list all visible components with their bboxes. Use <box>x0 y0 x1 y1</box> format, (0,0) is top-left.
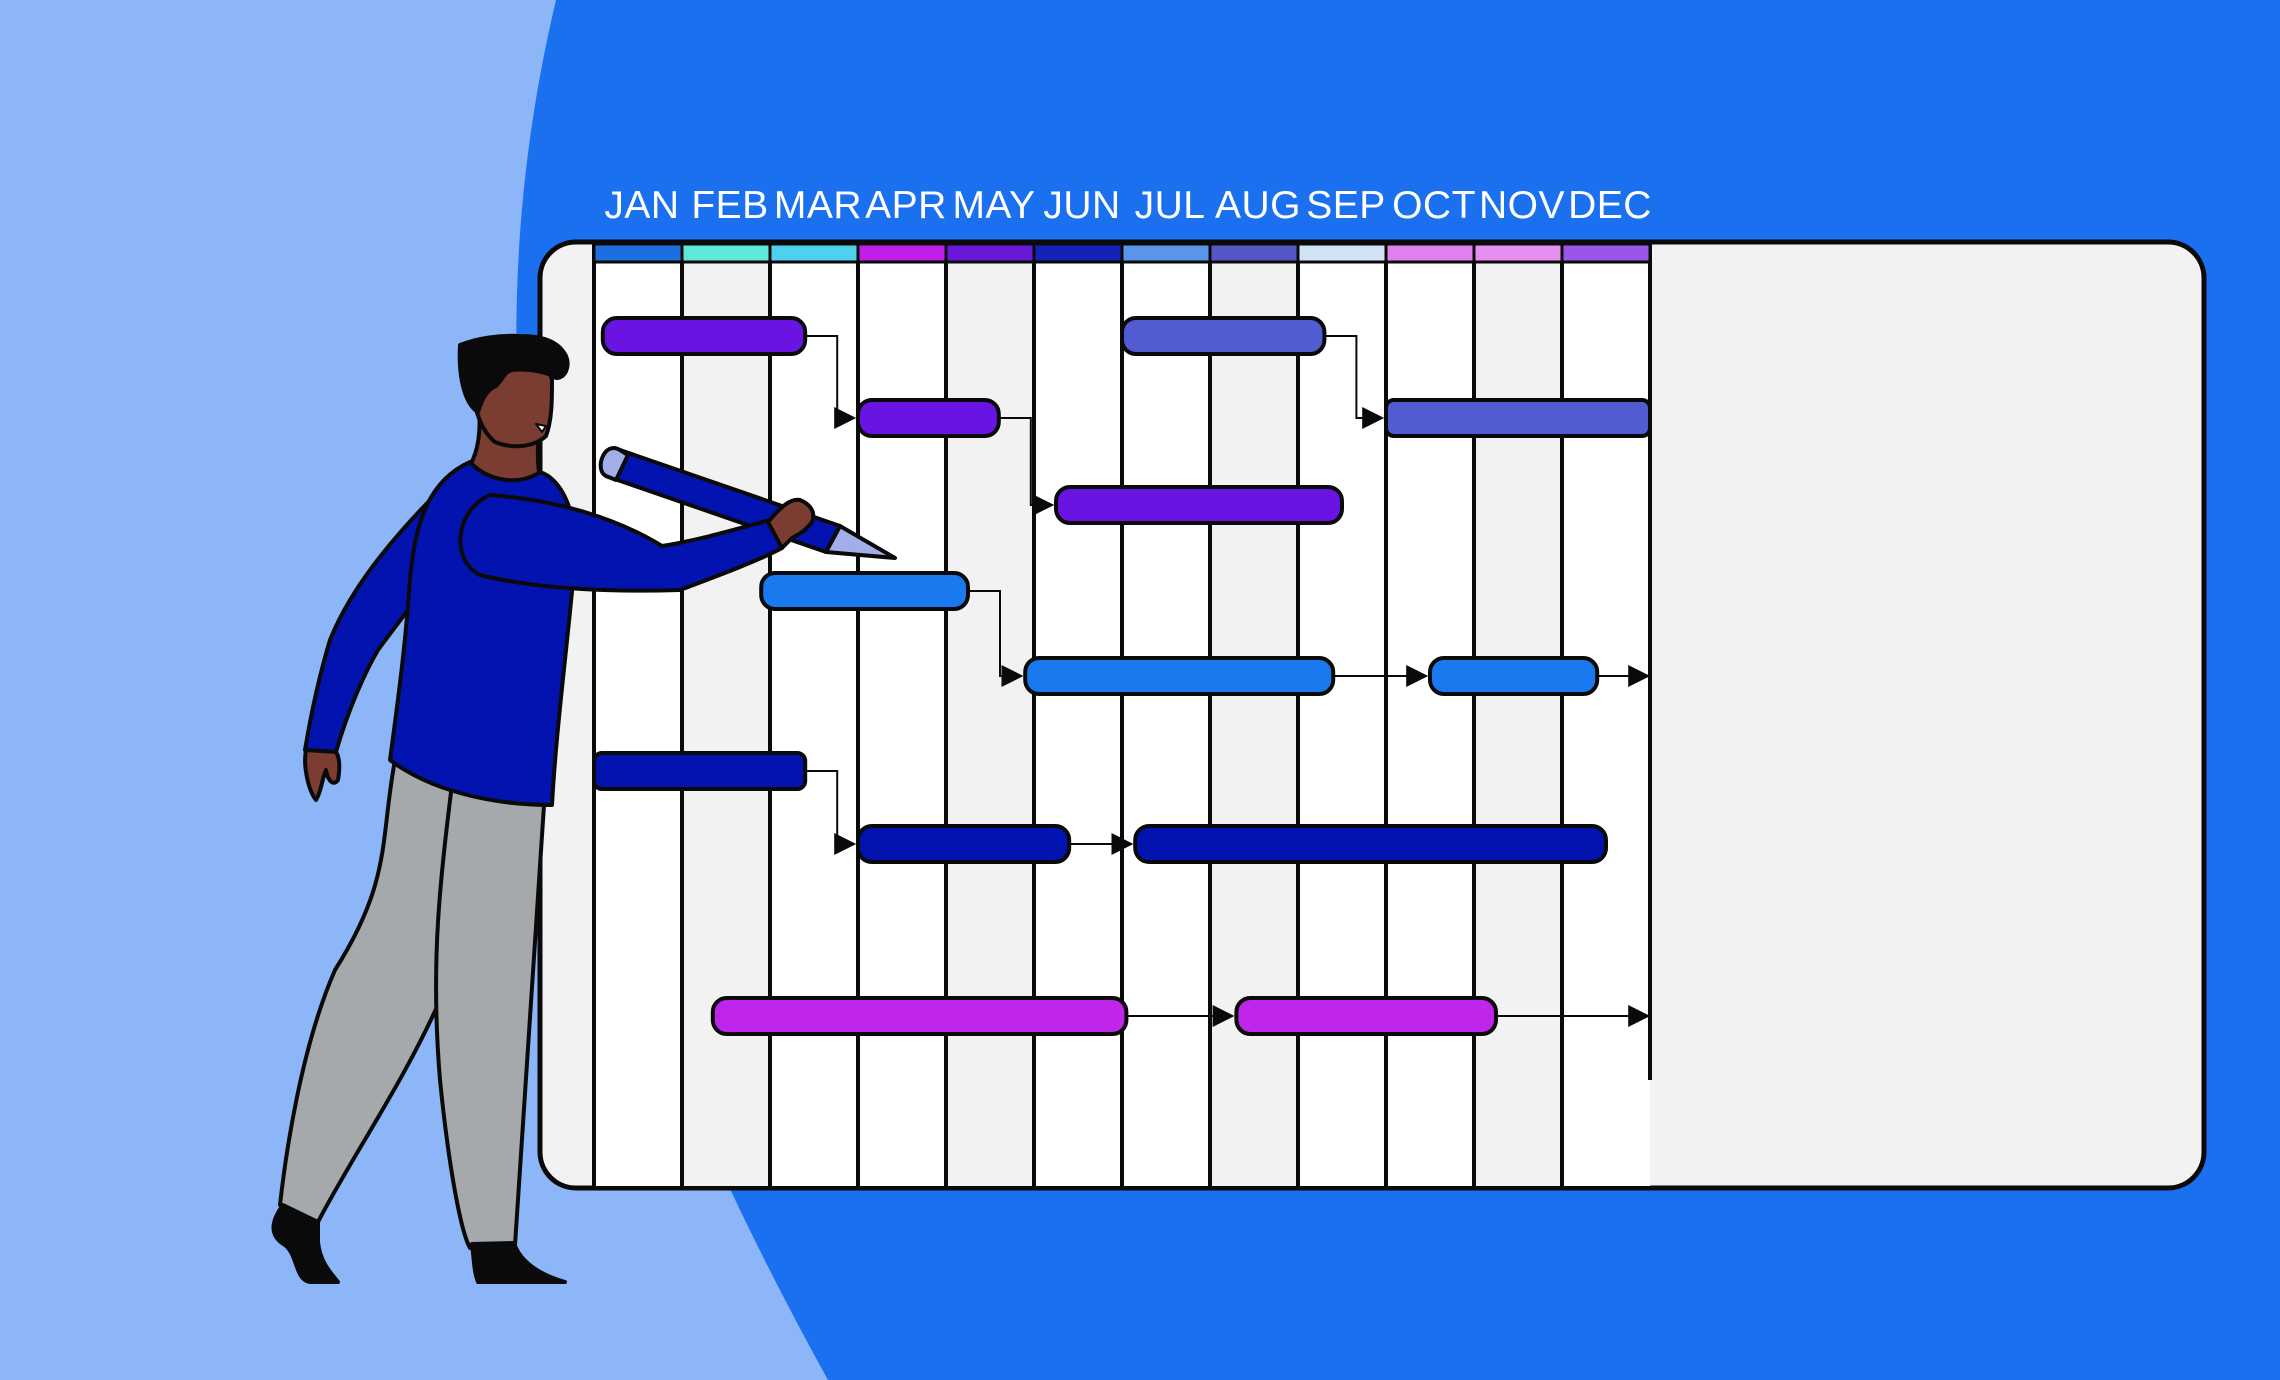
month-label-aug: AUG <box>1215 184 1301 227</box>
dependency-arrow-t1-t2 <box>805 335 857 429</box>
month-strip-dec <box>1560 242 1652 264</box>
month-column-jul <box>1122 262 1210 1186</box>
task-bar-t8 <box>1428 656 1600 696</box>
month-label-jun: JUN <box>1043 184 1120 227</box>
task-bar-t12 <box>710 996 1129 1036</box>
month-label-may: MAY <box>952 184 1035 227</box>
task-bar-t5 <box>1384 398 1652 438</box>
month-strip-feb <box>680 242 772 264</box>
month-column-sep <box>1298 262 1386 1186</box>
month-strip-jul <box>1120 242 1212 264</box>
month-label-nov: NOV <box>1479 184 1565 227</box>
month-strip-nov <box>1472 242 1564 264</box>
task-bar-t13 <box>1234 996 1499 1036</box>
month-label-sep: SEP <box>1306 184 1386 227</box>
task-bar-t3 <box>1054 485 1344 525</box>
month-columns <box>592 244 1652 1186</box>
month-label-oct: OCT <box>1392 184 1476 227</box>
month-strip-may <box>944 242 1036 264</box>
task-bar-t11 <box>1133 824 1608 864</box>
dependency-arrow-t4-t5 <box>1324 335 1385 429</box>
month-strip-jun <box>1032 242 1124 264</box>
person-back-shoe <box>271 1203 340 1284</box>
task-bar-t2 <box>856 398 1001 438</box>
person-front-hand <box>766 497 816 550</box>
month-column-jan <box>594 262 682 1186</box>
dependency-arrow-t9-t10 <box>805 770 857 855</box>
month-label-apr: APR <box>865 184 947 227</box>
person-back-hand <box>303 748 342 802</box>
person-front-shoe <box>470 1241 567 1284</box>
month-strip-jan <box>592 242 684 264</box>
month-strip-oct <box>1384 242 1476 264</box>
task-bar-t10 <box>856 824 1072 864</box>
person-hair <box>457 333 570 414</box>
person-front-arm <box>458 493 784 593</box>
month-column-mar <box>770 262 858 1186</box>
month-column-feb <box>682 262 770 1186</box>
month-strip-aug <box>1208 242 1300 264</box>
month-strip-sep <box>1296 242 1388 264</box>
month-strip-mar <box>768 242 860 264</box>
month-label-jan: JAN <box>604 184 679 227</box>
month-strip-apr <box>856 242 948 264</box>
month-label-jul: JUL <box>1135 184 1206 227</box>
person-front-leg <box>433 758 547 1250</box>
task-bars <box>592 316 1652 1036</box>
task-bar-t6 <box>759 571 971 611</box>
dependency-connectors <box>805 335 1652 1071</box>
person-illustration <box>271 333 897 1284</box>
month-label-feb: FEB <box>691 184 768 227</box>
person-eye <box>535 423 547 433</box>
task-bar-t9 <box>592 751 808 791</box>
month-column-jun <box>1034 262 1122 1186</box>
month-label-dec: DEC <box>1568 184 1652 227</box>
dependency-arrow-t6-t7 <box>968 590 1024 687</box>
month-label-mar: MAR <box>774 184 862 227</box>
month-column-aug <box>1210 262 1298 1186</box>
task-bar-t1 <box>600 316 808 356</box>
task-bar-t7 <box>1023 656 1336 696</box>
task-bar-t4 <box>1120 316 1327 356</box>
dependency-arrow-t2-t3 <box>998 417 1055 516</box>
month-color-strip <box>592 242 1652 264</box>
